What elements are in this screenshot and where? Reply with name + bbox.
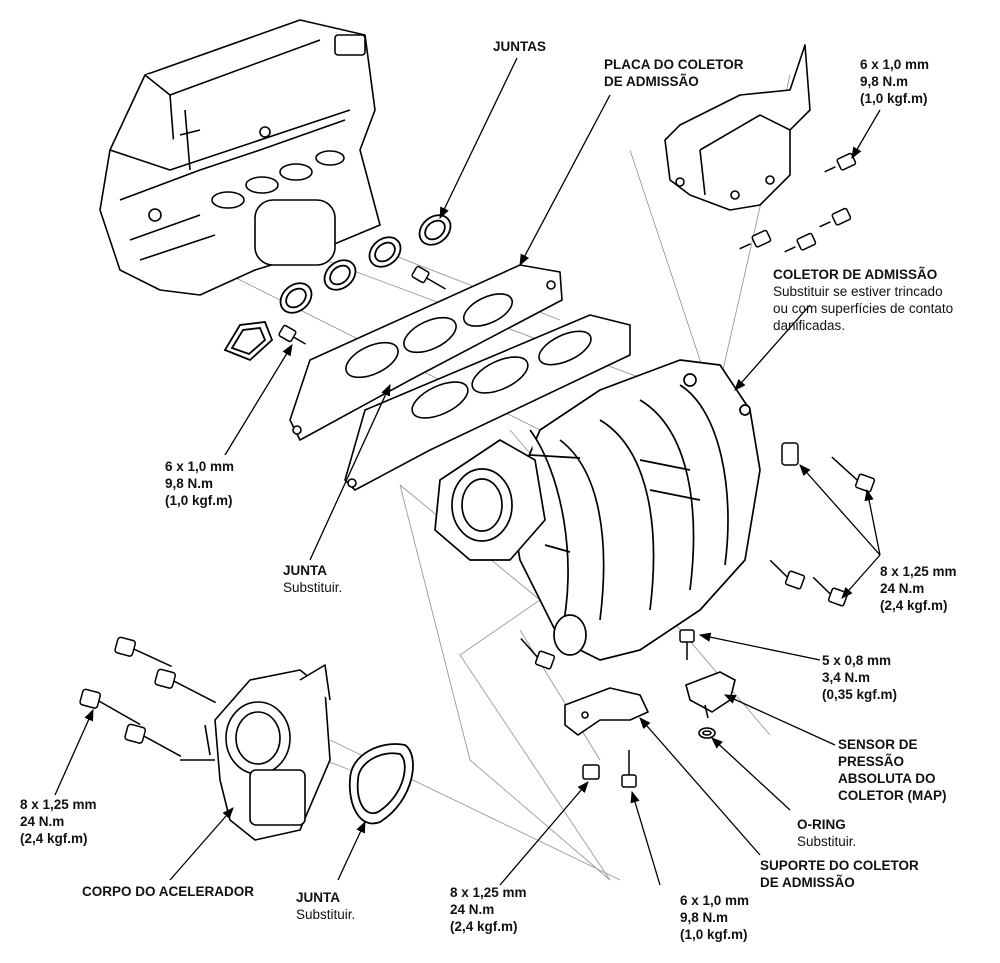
spec-line: 6 x 1,0 mm <box>680 893 750 908</box>
map-line: COLETOR (MAP) <box>838 788 947 803</box>
label-spec-bottom-center: 8 x 1,25 mm 24 N.m (2,4 kgf.m) <box>450 884 527 935</box>
suporte-line: DE ADMISSÃO <box>760 875 855 890</box>
map-line: PRESSÃO <box>838 754 905 769</box>
spec-line: 9,8 N.m <box>165 476 214 491</box>
spec-line: 24 N.m <box>20 814 65 829</box>
label-juntas: JUNTAS <box>493 38 546 55</box>
spec-line: (2,4 kgf.m) <box>450 919 518 934</box>
coletor-title: COLETOR DE ADMISSÃO <box>773 267 938 282</box>
map-sensor <box>685 671 736 739</box>
throttle-gasket <box>348 743 414 825</box>
label-coletor-admissao: COLETOR DE ADMISSÃO Substituir se estive… <box>773 266 953 334</box>
bolts <box>79 152 876 788</box>
label-spec-right: 8 x 1,25 mm 24 N.m (2,4 kgf.m) <box>880 563 957 614</box>
leader-lines <box>54 57 881 886</box>
spec-line: 6 x 1,0 mm <box>860 57 930 72</box>
spec-line: 8 x 1,25 mm <box>450 885 527 900</box>
map-line: ABSOLUTA DO <box>838 771 936 786</box>
spec-line: (2,4 kgf.m) <box>880 598 948 613</box>
label-map-sensor: SENSOR DE PRESSÃO ABSOLUTA DO COLETOR (M… <box>838 736 947 804</box>
corpo-title: CORPO DO ACELERADOR <box>82 884 255 899</box>
spec-line: 3,4 N.m <box>822 670 871 685</box>
label-spec-left: 6 x 1,0 mm 9,8 N.m (1,0 kgf.m) <box>165 458 234 509</box>
map-line: SENSOR DE <box>838 737 918 752</box>
label-spec-bottom-left: 8 x 1,25 mm 24 N.m (2,4 kgf.m) <box>20 796 97 847</box>
coletor-note: ou com superfícies de contato <box>773 301 954 316</box>
label-suporte: SUPORTE DO COLETOR DE ADMISSÃO <box>760 857 919 891</box>
spec-line: 8 x 1,25 mm <box>20 797 97 812</box>
label-spec-map: 5 x 0,8 mm 3,4 N.m (0,35 kgf.m) <box>822 652 897 703</box>
oring-note: Substituir. <box>797 834 857 849</box>
engine-block <box>99 19 381 296</box>
juntas-title: JUNTAS <box>493 39 547 54</box>
spec-line: (1,0 kgf.m) <box>680 927 748 942</box>
coletor-note: danificadas. <box>773 318 846 333</box>
oring-title: O-RING <box>797 817 846 832</box>
label-oring: O-RING Substituir. <box>797 816 856 850</box>
spec-line: 24 N.m <box>450 902 495 917</box>
port-gaskets <box>223 214 452 362</box>
placa-line2: DE ADMISSÃO <box>604 74 699 89</box>
label-spec-top-right: 6 x 1,0 mm 9,8 N.m (1,0 kgf.m) <box>860 56 929 107</box>
spec-line: 9,8 N.m <box>860 74 909 89</box>
junta-title: JUNTA <box>296 890 341 905</box>
suporte-line: SUPORTE DO COLETOR <box>760 858 919 873</box>
spec-line: 5 x 0,8 mm <box>822 653 892 668</box>
spec-line: (0,35 kgf.m) <box>822 687 898 702</box>
spec-line: (1,0 kgf.m) <box>165 493 233 508</box>
spec-line: (1,0 kgf.m) <box>860 91 928 106</box>
label-junta-bottom: JUNTA Substituir. <box>296 889 355 923</box>
throttle-body <box>180 664 331 841</box>
spec-line: (2,4 kgf.m) <box>20 831 88 846</box>
junta-title: JUNTA <box>283 563 328 578</box>
spec-line: 8 x 1,25 mm <box>880 564 957 579</box>
coletor-note: Substituir se estiver trincado <box>773 284 943 299</box>
manifold-gasket <box>344 314 631 491</box>
label-corpo-acelerador: CORPO DO ACELERADOR <box>82 883 254 900</box>
label-spec-bottom-right: 6 x 1,0 mm 9,8 N.m (1,0 kgf.m) <box>680 892 749 943</box>
label-placa-coletor: PLACA DO COLETOR DE ADMISSÃO <box>604 56 744 90</box>
placa-line1: PLACA DO COLETOR <box>604 57 744 72</box>
manifold-plate <box>289 264 563 441</box>
spec-line: 6 x 1,0 mm <box>165 459 235 474</box>
junta-note: Substituir. <box>283 580 343 595</box>
label-junta-left: JUNTA Substituir. <box>283 562 342 596</box>
spec-line: 24 N.m <box>880 581 925 596</box>
intake-manifold <box>434 359 761 661</box>
spec-line: 9,8 N.m <box>680 910 729 925</box>
manifold-support <box>564 687 649 736</box>
junta-note: Substituir. <box>296 907 356 922</box>
upper-cover <box>664 44 811 211</box>
